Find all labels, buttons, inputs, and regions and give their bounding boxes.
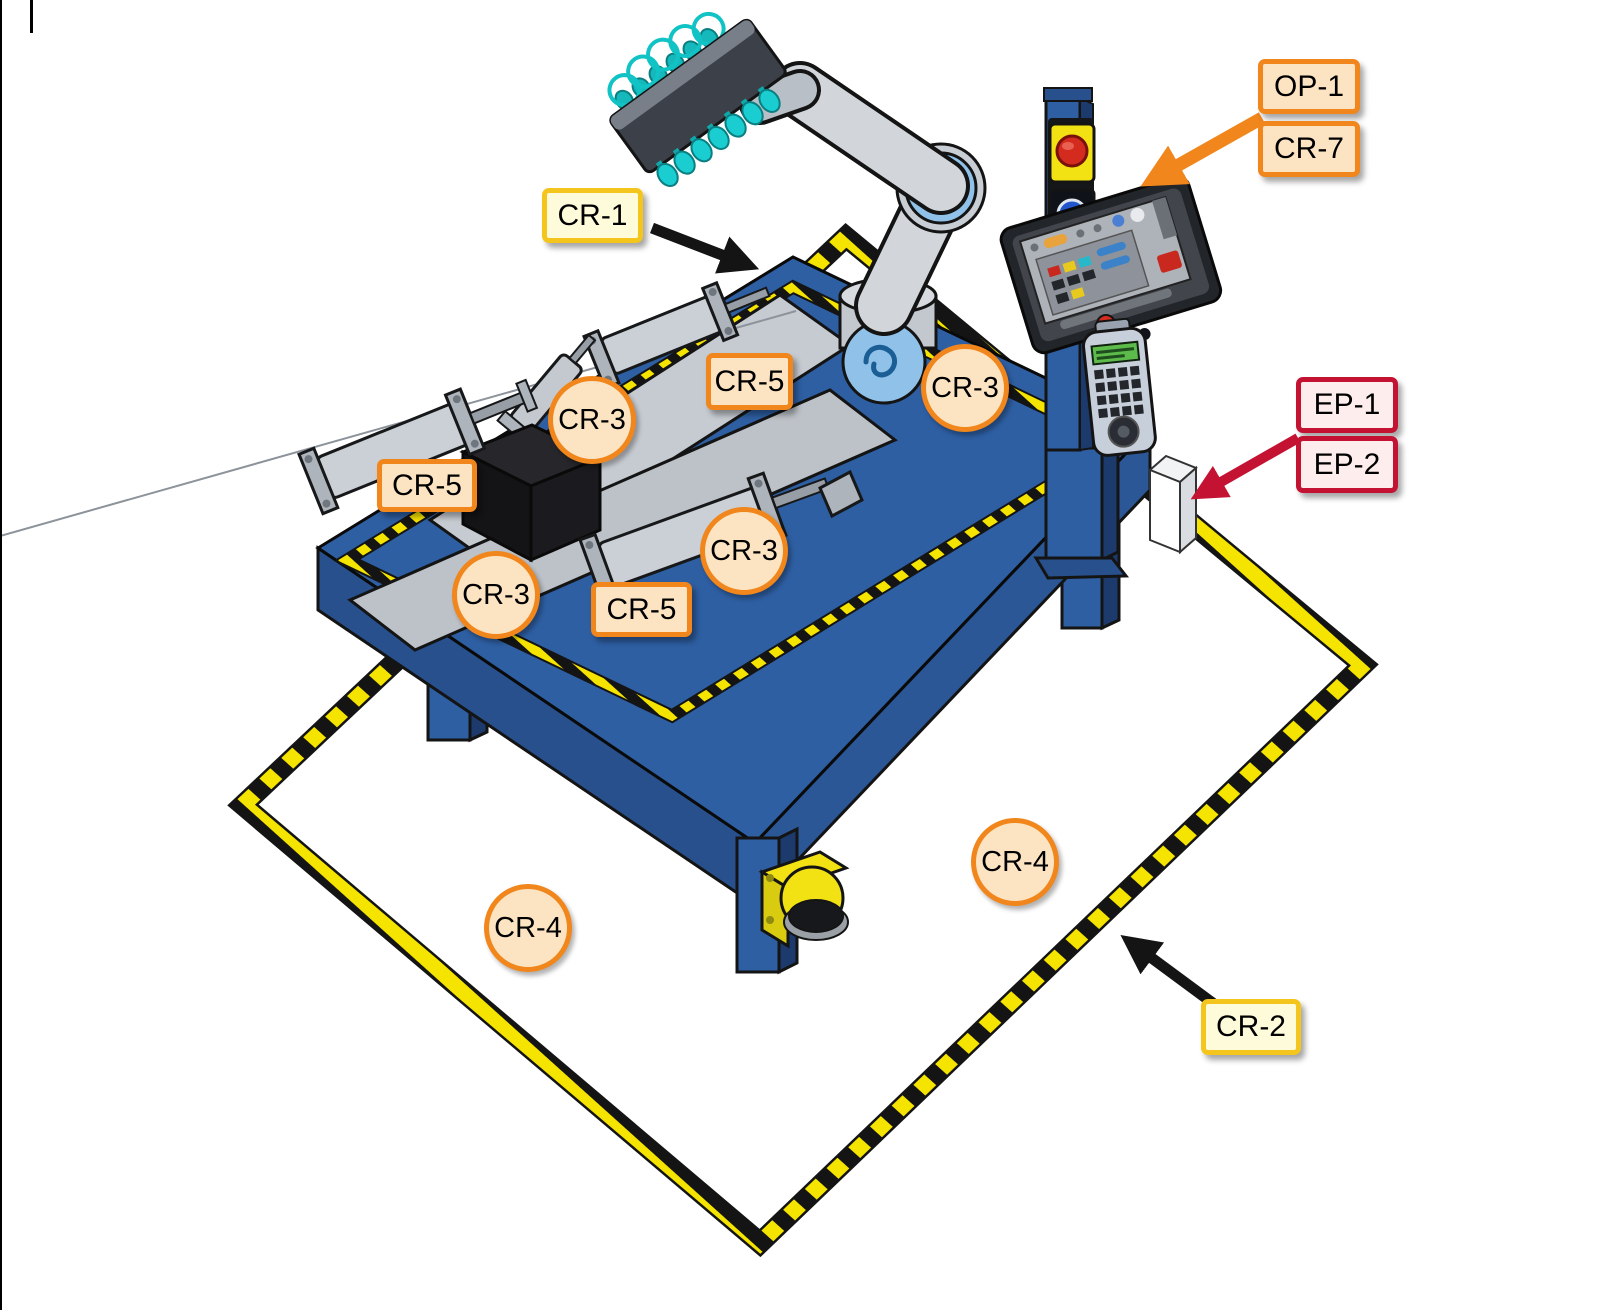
pedestal-column [1033,437,1130,580]
ep-arrow [1190,433,1301,500]
workpiece-black-box [459,423,604,563]
callout-arrows [650,112,1301,1009]
clamp-bracket [818,469,864,519]
gripper-tube-coils [607,11,726,108]
cr1-arrow [650,222,760,274]
robot-arm [607,11,987,405]
callout-cr4-b: CR-4 [971,818,1059,906]
callout-cr5-left: CR-5 [377,459,477,512]
callout-cr3-c: CR-3 [700,507,788,595]
callout-cr5-bottom: CR-5 [591,582,692,637]
emergency-stop-button [1048,122,1096,184]
callout-cr3-b: CR-3 [921,344,1009,432]
pneumatic-cylinder-left [297,378,539,516]
callout-ep1: EP-1 [1296,377,1398,433]
callout-cr3-d: CR-3 [452,551,540,639]
corner-tick-mark [30,0,33,33]
callout-ep2: EP-2 [1296,436,1398,493]
left-border-line [0,0,2,1310]
teach-pendant [1081,317,1157,457]
op1-cr7-arrow [1140,112,1266,187]
cr2-arrow [1120,934,1218,1009]
callout-cr4-a: CR-4 [484,884,572,972]
gripper-front-suction-cups [655,86,781,188]
electrical-panel-box [1148,454,1198,555]
pendant-keypad [1094,365,1144,419]
callout-cr3-a: CR-3 [548,376,636,464]
hmi-screen [999,175,1223,355]
callout-cr2: CR-2 [1201,999,1301,1055]
operator-panel [999,87,1223,580]
callout-cr1: CR-1 [542,188,643,243]
callout-op1: OP-1 [1258,59,1360,114]
safety-laser-scanner [758,850,850,949]
callout-cr5-top: CR-5 [706,353,793,410]
callout-cr7: CR-7 [1258,121,1360,177]
vacuum-gripper [607,11,787,188]
